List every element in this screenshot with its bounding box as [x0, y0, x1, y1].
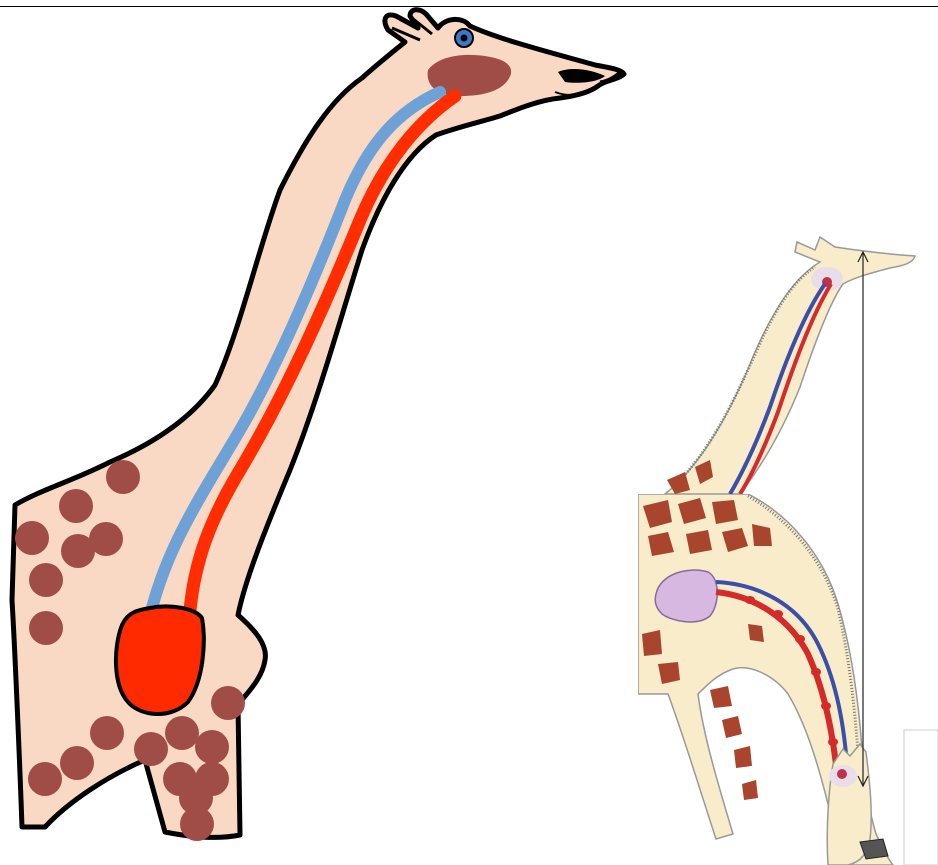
inset-head-lowered — [638, 494, 938, 865]
inset-head-raised-drawing — [645, 222, 938, 494]
inset-neck-outline — [665, 237, 915, 494]
eye-pupil — [461, 35, 468, 42]
inset-rete-mirabile — [837, 769, 847, 779]
inset-corner-box — [904, 730, 938, 865]
giraffe-body-outline — [12, 10, 624, 838]
inset-head-lowered-drawing — [638, 494, 938, 865]
heart-shape — [116, 606, 204, 714]
inset-head-raised — [645, 222, 938, 494]
